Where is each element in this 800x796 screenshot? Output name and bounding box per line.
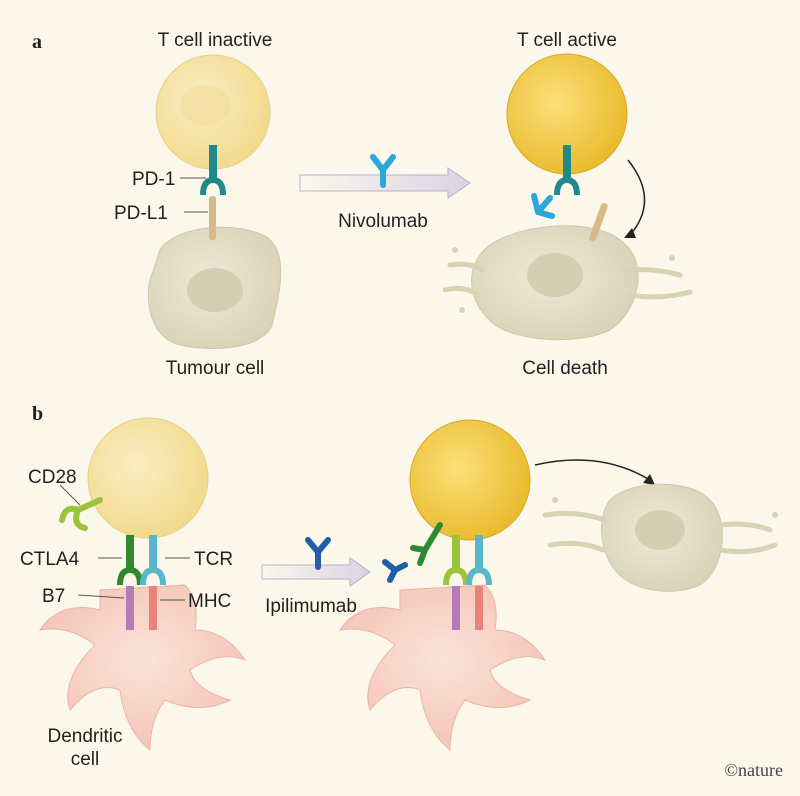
t-cell-b xyxy=(87,417,209,539)
tumour-nucleus xyxy=(187,268,243,312)
cd28-label: CD28 xyxy=(28,467,77,488)
pd1-receptor-active xyxy=(563,145,571,180)
mhc-molecule xyxy=(149,586,157,630)
nature-logo: ©nature xyxy=(724,760,783,780)
arrow-ipilimumab xyxy=(261,557,371,587)
b7-ligand xyxy=(126,586,134,630)
t-cell-inactive-label: T cell inactive xyxy=(158,30,273,51)
ipilimumab-label: Ipilimumab xyxy=(265,596,357,617)
tcr-label: TCR xyxy=(194,549,233,570)
panel-a-label: a xyxy=(32,31,42,53)
dendritic-label-line1: Dendritic xyxy=(48,726,123,747)
ctla4-receptor xyxy=(126,535,134,570)
ipilimumab-bound-icon xyxy=(382,559,408,583)
cd28-receptor xyxy=(59,497,103,531)
nivolumab-antibody-icon xyxy=(370,154,396,188)
nivolumab-bound-icon xyxy=(531,193,555,219)
dendritic-label-line2: cell xyxy=(71,749,100,770)
nivolumab-label: Nivolumab xyxy=(338,211,428,232)
dying-tumour-cell xyxy=(442,203,693,341)
ipilimumab-antibody-icon xyxy=(305,537,331,570)
b7-label: B7 xyxy=(42,586,65,607)
panel-b-label: b xyxy=(32,403,43,425)
tcr-receptor xyxy=(149,535,157,570)
t-cell-b-active xyxy=(409,419,531,541)
tumour-cell xyxy=(147,226,282,349)
cell-death-label: Cell death xyxy=(522,358,608,379)
mhc-label: MHC xyxy=(188,591,231,612)
pdl1-ligand xyxy=(209,196,216,240)
pd1-receptor xyxy=(209,145,217,180)
dendritic-cell-right xyxy=(338,584,547,752)
dendritic-cell xyxy=(38,584,247,752)
ctla4-label: CTLA4 xyxy=(20,549,80,570)
pdl1-label: PD-L1 xyxy=(114,203,168,224)
t-cell-active-label: T cell active xyxy=(517,30,617,51)
dying-tumour-cell-b xyxy=(542,483,778,592)
kill-arrow xyxy=(627,159,646,236)
ctla4-receptor-blocked xyxy=(410,522,443,566)
cd28-receptor-active xyxy=(452,535,460,570)
pd1-label: PD-1 xyxy=(132,169,175,190)
tumour-cell-label: Tumour cell xyxy=(166,358,265,379)
kill-arrow-b xyxy=(534,459,651,481)
t-cell-inactive-nucleus xyxy=(180,85,230,125)
